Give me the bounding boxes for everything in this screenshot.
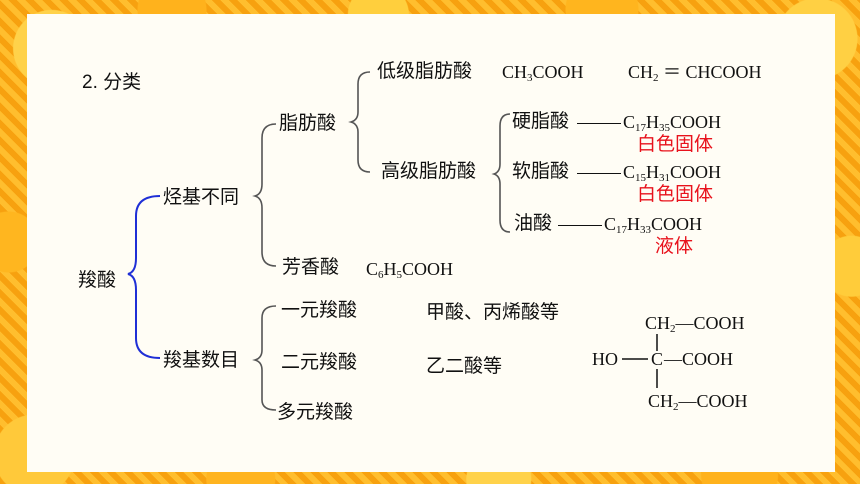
- monocarboxylic-examples: 甲酸、丙烯酸等: [426, 302, 560, 323]
- carboxyl-brace: [252, 305, 277, 411]
- citric-top-group: CH2—COOH: [645, 313, 745, 335]
- hydrocarbon-brace: [252, 123, 277, 267]
- formula-acetic-acid: CH3COOH: [502, 62, 584, 84]
- dicarboxylic-examples: 乙二酸等: [426, 356, 503, 377]
- palmitic-acid-label: 软脂酸: [512, 161, 570, 182]
- dicarboxylic-label: 二元羧酸: [281, 352, 358, 373]
- formula-stearic-acid: C17H35COOH: [575, 110, 721, 134]
- citric-ho: HO: [592, 349, 618, 369]
- hydrocarbon-label: 烃基不同: [163, 187, 240, 208]
- aromatic-acid-label: 芳香酸: [282, 257, 340, 278]
- root-label: 羧酸: [78, 270, 117, 291]
- higher-fatty-brace: [491, 113, 511, 233]
- higher-fatty-acid-label: 高级脂肪酸: [381, 161, 477, 182]
- section-title: 2. 分类: [82, 72, 142, 93]
- citric-middle-cooh: —COOH: [664, 349, 734, 369]
- polycarboxylic-label: 多元羧酸: [277, 402, 354, 423]
- formula-oleic-acid: C17H33COOH: [556, 212, 702, 236]
- oleic-acid-label: 油酸: [514, 213, 553, 234]
- fatty-acid-label: 脂肪酸: [279, 113, 337, 134]
- citric-central-carbon: C: [651, 349, 664, 369]
- stearic-acid-label: 硬脂酸: [512, 111, 570, 132]
- fatty-brace: [348, 71, 371, 173]
- root-brace: [127, 195, 161, 359]
- formula-palmitic-acid: C15H31COOH: [575, 160, 721, 184]
- formula-acrylic-acid: CH2 ＝ CHCOOH: [628, 62, 762, 84]
- citric-bottom-group: CH2—COOH: [648, 391, 748, 413]
- oleic-acid-state: 液体: [655, 236, 694, 257]
- carboxyl-count-label: 羧基数目: [163, 350, 240, 371]
- formula-benzoic-acid: C6H5COOH: [366, 259, 454, 281]
- stearic-acid-state: 白色固体: [637, 134, 714, 155]
- lower-fatty-acid-label: 低级脂肪酸: [377, 61, 473, 82]
- monocarboxylic-label: 一元羧酸: [281, 300, 358, 321]
- content-panel: [27, 14, 835, 472]
- palmitic-acid-state: 白色固体: [637, 184, 714, 205]
